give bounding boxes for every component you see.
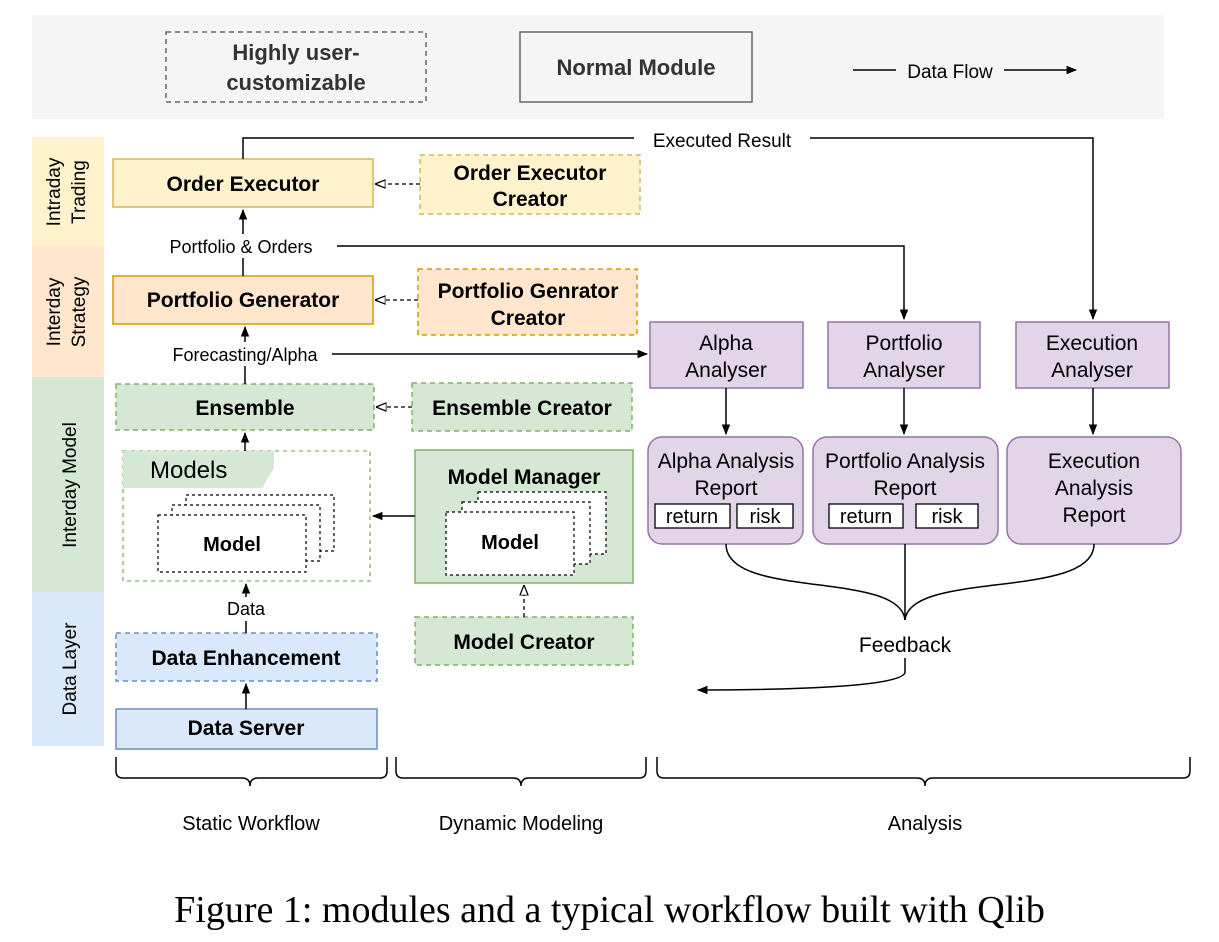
layer-intraday-trading	[32, 137, 104, 247]
order-executor-creator-line1: Order Executor	[454, 162, 607, 185]
portfolio-risk-tag	[915, 503, 979, 529]
ensemble-box	[115, 383, 375, 431]
portfolio-return-tag	[828, 503, 904, 529]
static-workflow-brace	[115, 757, 388, 787]
ensemble-creator-label: Ensemble Creator	[432, 397, 612, 420]
portfolio-orders-label-bg	[152, 234, 332, 258]
layer-interday-model	[32, 377, 104, 592]
feedback-arrow	[696, 658, 906, 695]
alpha-report-line1: Alpha Analysis	[658, 450, 795, 473]
portfolio-generator-label: Portfolio Generator	[147, 289, 340, 312]
manager-model-label: Model	[481, 532, 539, 554]
execution-analyser-line1: Execution	[1046, 332, 1138, 355]
execution-feedback-curve	[904, 543, 1095, 621]
order-executor-creator-line2: Creator	[493, 188, 568, 211]
legend-customizable-line2: customizable	[226, 70, 365, 95]
legend-customizable-box	[165, 31, 427, 103]
models-tab	[123, 451, 274, 488]
portfolio-orders-label: Portfolio & Orders	[169, 237, 312, 257]
portfolio-analyser-line1: Portfolio	[865, 332, 942, 355]
layer-interday-strategy-line1: Interday	[44, 277, 65, 346]
layer-interday-model-label: Interday Model	[60, 422, 81, 548]
dynamic-modeling-label: Dynamic Modeling	[439, 813, 604, 835]
portfolio-analyser-box	[827, 321, 981, 389]
legend-customizable-line1: Highly user-	[232, 40, 359, 65]
alpha-risk-label: risk	[749, 506, 781, 528]
ensemble-label: Ensemble	[195, 397, 294, 420]
alpha-report-line2: Report	[694, 477, 757, 500]
models-label: Models	[150, 457, 227, 484]
portfolio-risk-label: risk	[931, 506, 963, 528]
alpha-analyser-line1: Alpha	[699, 332, 753, 355]
feedback-label: Feedback	[859, 634, 952, 657]
analysis-label: Analysis	[888, 813, 962, 835]
forecasting-label: Forecasting/Alpha	[172, 345, 318, 365]
layer-data-label: Data Layer	[60, 622, 81, 716]
portfolio-generator-creator-line2: Creator	[491, 307, 566, 330]
dynamic-modeling-brace	[395, 757, 647, 787]
legend-normal-box	[519, 31, 753, 103]
executed-result-label-bg	[634, 127, 810, 151]
portfolio-report-line2: Report	[873, 477, 936, 500]
alpha-analyser-box	[649, 321, 804, 389]
model-creator-box	[414, 616, 634, 666]
execution-report-line1: Execution	[1048, 450, 1140, 473]
layer-intraday-trading-line2: Trading	[69, 160, 90, 224]
execution-analyser-line2: Analyser	[1051, 359, 1133, 382]
ensemble-creator-box	[411, 382, 633, 432]
alpha-analyser-line2: Analyser	[685, 359, 767, 382]
alpha-feedback-curve	[725, 543, 906, 621]
data-enhancement-label: Data Enhancement	[151, 647, 340, 670]
data-label-bg	[220, 597, 272, 621]
portfolio-report-line1: Portfolio Analysis	[825, 450, 985, 473]
model-card	[157, 514, 307, 573]
model-label: Model	[203, 534, 261, 556]
execution-report-line2: Analysis	[1055, 477, 1133, 500]
workflow-diagram: Highly user- customizable Normal Module …	[32, 31, 1191, 835]
legend-flow-label-bg	[896, 58, 1004, 82]
manager-model-card	[445, 511, 575, 576]
feedback-label-bg	[850, 631, 962, 657]
legend-normal-label: Normal Module	[557, 55, 716, 80]
alpha-risk-tag	[736, 503, 794, 529]
model-manager-label: Model Manager	[448, 466, 601, 489]
data-label: Data	[227, 599, 266, 619]
layer-intraday-trading-line1: Intraday	[44, 157, 65, 226]
forecasting-label-bg	[158, 342, 332, 366]
portfolio-orders-to-analyser-arrow	[337, 245, 909, 321]
portfolio-generator-creator-box	[417, 268, 638, 336]
executed-result-label: Executed Result	[653, 131, 792, 152]
legend-flow-label: Data Flow	[907, 62, 993, 83]
order-executor-box	[112, 158, 374, 208]
analysis-brace	[656, 757, 1191, 787]
figure-caption: Figure 1: modules and a typical workflow…	[174, 889, 1045, 931]
layer-data	[32, 592, 104, 746]
data-server-label: Data Server	[188, 717, 305, 740]
static-workflow-label: Static Workflow	[182, 813, 320, 835]
order-executor-label: Order Executor	[167, 173, 320, 196]
portfolio-generator-box	[112, 275, 374, 325]
execution-report-line3: Report	[1062, 504, 1125, 527]
order-executor-creator-box	[419, 154, 641, 215]
portfolio-generator-creator-line1: Portfolio Genrator	[438, 280, 619, 303]
layer-interday-strategy	[32, 247, 104, 377]
alpha-return-label: return	[666, 506, 718, 528]
layer-interday-strategy-line2: Strategy	[69, 276, 90, 347]
portfolio-analyser-line2: Analyser	[863, 359, 945, 382]
portfolio-return-label: return	[840, 506, 892, 528]
alpha-return-tag	[654, 503, 731, 529]
model-creator-label: Model Creator	[453, 631, 594, 654]
